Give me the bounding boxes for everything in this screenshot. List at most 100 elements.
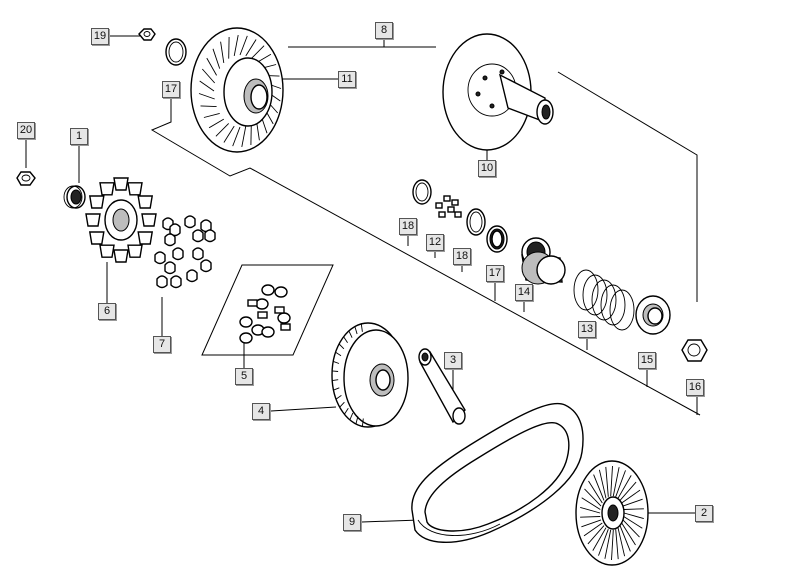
face-rib	[361, 418, 364, 427]
callout-18-right: 18	[453, 248, 471, 265]
roller	[170, 275, 182, 289]
face-rib	[348, 330, 353, 338]
ramp-tab	[113, 249, 129, 263]
callout-9: 9	[343, 514, 361, 531]
weight-roller	[239, 332, 253, 344]
part-18-o-rings	[412, 179, 508, 253]
roller	[204, 229, 216, 243]
fan-fin	[581, 497, 601, 510]
fan-fin	[592, 527, 607, 551]
part-19-nut	[138, 28, 156, 41]
face-rib	[339, 401, 345, 408]
fan-fin	[617, 527, 626, 557]
fan-fin	[622, 498, 643, 507]
callout-16: 16	[686, 379, 704, 396]
fan-fin	[580, 506, 601, 514]
callout-2: 2	[695, 505, 713, 522]
weight-roller	[255, 298, 269, 310]
fan-fin	[580, 516, 601, 518]
sheave-fin	[215, 123, 230, 137]
sheave-fin	[241, 126, 247, 147]
sheave-fin	[220, 41, 225, 63]
callout-13: 13	[578, 321, 596, 338]
spring-coil	[600, 284, 626, 326]
sheave-fin	[198, 93, 215, 100]
ramp-tab	[85, 213, 101, 227]
fan-fin	[623, 508, 644, 510]
callout-4: 4	[252, 403, 270, 420]
face-rib	[343, 336, 348, 343]
fan-fin	[615, 470, 626, 497]
face-rib	[360, 323, 363, 332]
weight-roller	[261, 284, 275, 296]
ramp-tab	[88, 231, 105, 245]
fan-fin	[605, 466, 609, 497]
sheave-fin	[201, 68, 216, 84]
roller	[200, 219, 212, 233]
ramp-tab	[137, 195, 154, 209]
part-15-washer	[635, 295, 671, 335]
part-5-weight-kit	[201, 264, 334, 356]
face-rib	[333, 360, 340, 364]
callout-11: 11	[338, 71, 356, 88]
sheave-fin	[223, 125, 235, 143]
face-rib	[332, 379, 339, 382]
part-2-fan	[575, 460, 649, 566]
callout-5: 5	[235, 368, 253, 385]
part-14-cam	[521, 237, 566, 285]
fan-fin	[617, 475, 632, 499]
weight-block	[247, 299, 258, 307]
callout-17-top: 17	[162, 81, 180, 98]
callout-15: 15	[638, 352, 656, 369]
fan-fin	[604, 529, 612, 559]
roller	[192, 229, 204, 243]
ramp-tab	[99, 244, 115, 258]
callout-12: 12	[426, 234, 444, 251]
leader-lines	[25, 35, 701, 523]
callout-20: 20	[17, 122, 35, 139]
roller	[184, 215, 196, 229]
callout-14: 14	[515, 284, 533, 301]
face-rib	[354, 326, 358, 335]
weight-block	[257, 311, 268, 319]
face-rib	[333, 387, 340, 391]
face-rib	[332, 370, 339, 372]
spring-coil	[591, 279, 617, 321]
fan-fin	[621, 489, 641, 504]
sheave-fin	[245, 39, 257, 57]
sheave-fin	[212, 48, 221, 69]
part-10-driven-sheave	[442, 33, 554, 151]
fan-fin	[611, 529, 614, 561]
weight-roller	[239, 316, 253, 328]
callout-3: 3	[444, 352, 462, 369]
part-9-belt	[411, 402, 584, 543]
fan-fin	[612, 467, 620, 497]
fan-fin	[584, 488, 602, 507]
sheave-fin	[206, 57, 217, 76]
fan-fin	[622, 519, 640, 538]
face-rib	[349, 412, 354, 421]
roller	[154, 251, 166, 265]
fan-fin	[623, 512, 644, 520]
callout-1: 1	[70, 128, 88, 145]
face-rib	[344, 407, 349, 415]
fan-fin	[615, 529, 619, 560]
fan-fin	[593, 474, 605, 501]
sheave-fin	[203, 112, 220, 118]
part-6-ramp-plate	[85, 177, 157, 263]
roller	[164, 233, 176, 247]
sheave-fin	[239, 35, 248, 56]
fan-fin	[619, 481, 637, 501]
part-16-nut	[681, 339, 708, 362]
roller	[186, 269, 198, 283]
o-ring-top	[165, 38, 187, 66]
fan-fin	[598, 469, 607, 499]
sheave-fin	[232, 126, 241, 147]
roller	[156, 275, 168, 289]
fan-fin	[587, 525, 605, 545]
face-rib	[335, 351, 342, 357]
fan-fin	[621, 522, 636, 546]
sheave-fin	[208, 118, 225, 129]
spring-coil	[582, 274, 608, 316]
